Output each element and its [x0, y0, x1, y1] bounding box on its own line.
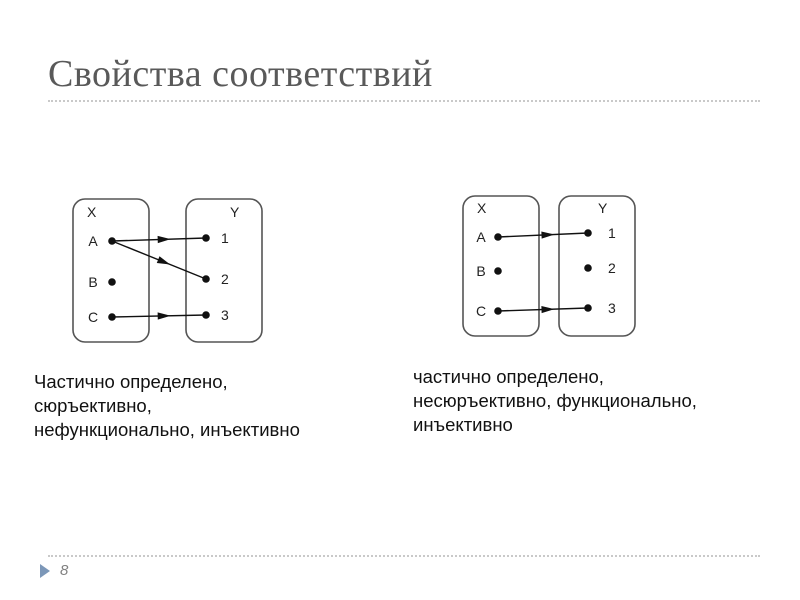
caption-line: Частично определено,: [34, 371, 228, 392]
caption-line: несюръективно, функционально,: [413, 390, 697, 411]
caption-line: инъективно: [413, 414, 513, 435]
y-element-label: 3: [608, 300, 616, 316]
diagram-elements: A B C 1 2 3: [476, 225, 616, 319]
set-x-label: X: [477, 200, 487, 216]
y-element-label: 1: [608, 225, 616, 241]
slide-title: Свойства соответствий: [48, 53, 433, 95]
arrow-head: [541, 231, 555, 239]
set-y-label: Y: [598, 200, 608, 216]
caption-2: частично определено, несюръективно, функ…: [413, 365, 697, 437]
set-y-label: Y: [230, 204, 240, 220]
set-x-box: [462, 195, 540, 337]
y-element-label: 2: [221, 271, 229, 287]
x-element-label: B: [88, 274, 97, 290]
x-element-dot: [108, 278, 116, 286]
x-element-label: C: [88, 309, 98, 325]
caption-1: Частично определено, сюръективно, нефунк…: [34, 370, 300, 442]
x-element-dot: [494, 267, 502, 275]
page-marker-icon: [40, 564, 50, 578]
page-number: 8: [60, 562, 69, 579]
caption-line: сюръективно,: [34, 395, 152, 416]
x-element-label: C: [476, 303, 486, 319]
x-element-label: B: [476, 263, 485, 279]
caption-line: нефункционально, инъективно: [34, 419, 300, 440]
arrow-head: [156, 256, 171, 265]
title-divider: [48, 100, 760, 102]
arrow-head: [157, 312, 171, 320]
footer-divider: [48, 555, 760, 557]
set-x-box: [72, 198, 150, 343]
x-element-label: A: [476, 229, 486, 245]
x-element-label: A: [88, 233, 98, 249]
arrow-head: [157, 235, 171, 244]
y-element-label: 2: [608, 260, 616, 276]
set-x-label: X: [87, 204, 97, 220]
y-element-dot: [584, 264, 592, 272]
caption-line: частично определено,: [413, 366, 604, 387]
y-element-label: 1: [221, 230, 229, 246]
diagram-elements: A B C 1 2 3: [88, 230, 229, 325]
set-y-box: [558, 195, 636, 337]
y-element-label: 3: [221, 307, 229, 323]
arrow-head: [541, 305, 555, 314]
